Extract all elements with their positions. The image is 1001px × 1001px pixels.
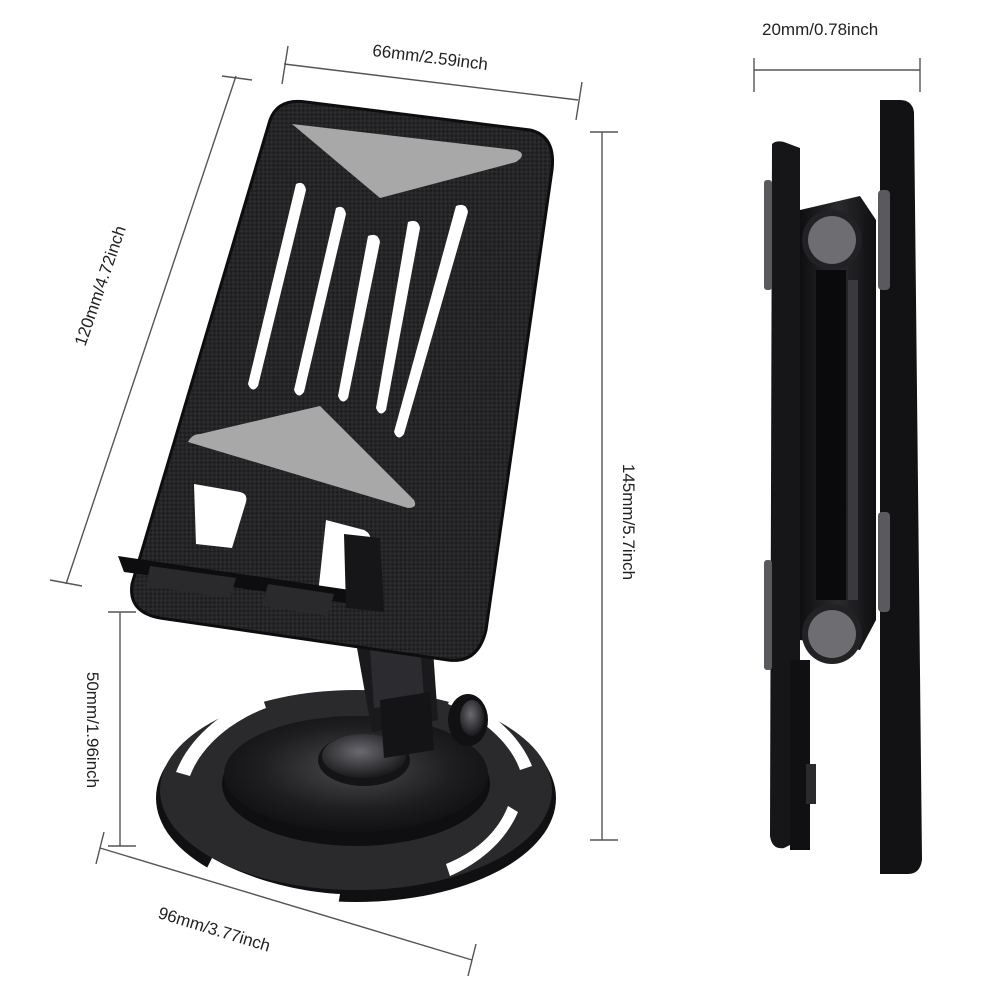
phone-stand-side-view — [764, 100, 922, 874]
total-height-label: 145mm/5.7inch — [619, 463, 639, 581]
phone-stand-front-view — [118, 99, 556, 906]
depth-label: 20mm/0.78inch — [762, 20, 879, 39]
dimension-lines — [49, 45, 921, 977]
base-height-label: 50mm/1.96inch — [83, 671, 103, 789]
